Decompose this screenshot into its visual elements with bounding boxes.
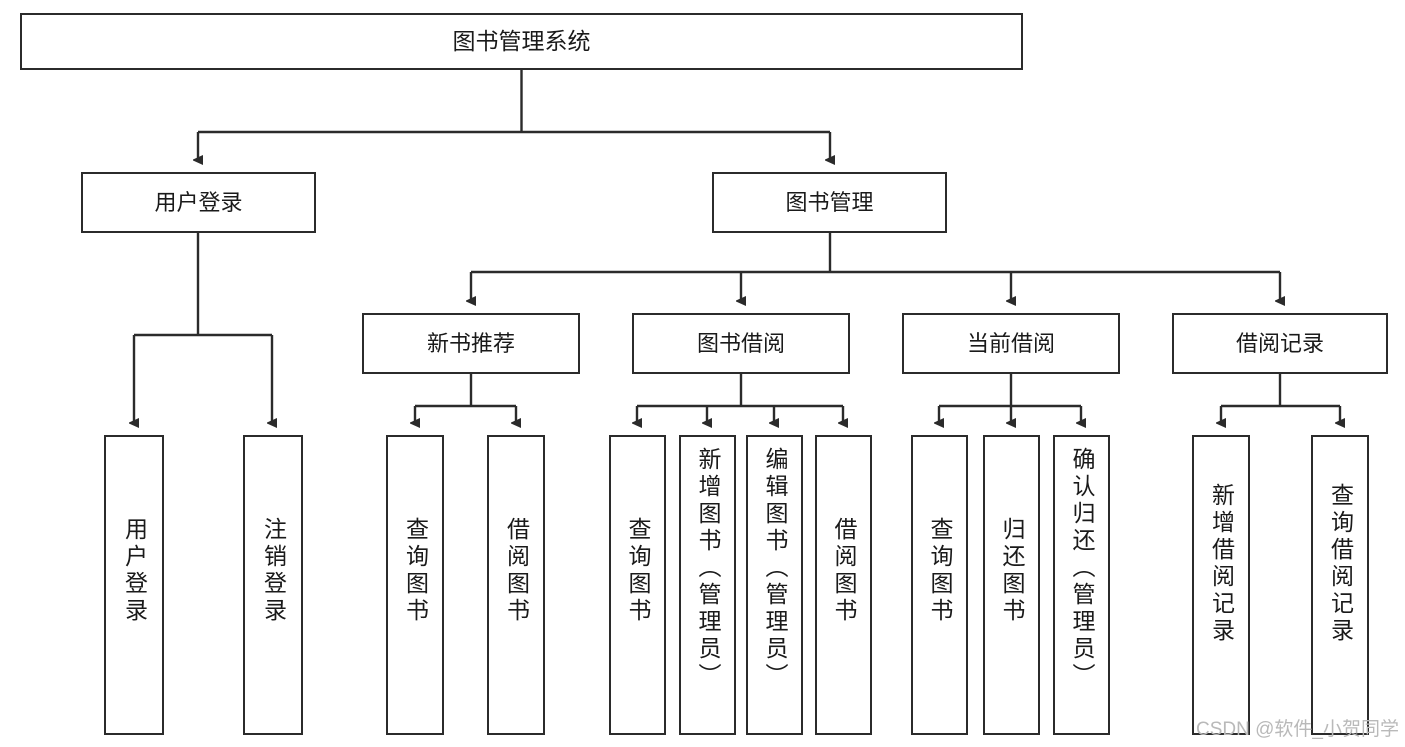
node-user-login-label: 用户登录	[154, 189, 243, 215]
node-leaf-add-book[interactable]: 新增图书（管理员）	[679, 435, 736, 735]
node-leaf-add-book-label: 新增图书（管理员）	[695, 447, 721, 690]
node-root-label: 图书管理系统	[452, 27, 591, 54]
node-book-manage-label: 图书管理	[785, 189, 874, 215]
node-current-borrow-label: 当前借阅	[966, 330, 1055, 356]
node-leaf-edit-book-label: 编辑图书（管理员）	[762, 447, 788, 690]
node-leaf-return-book-label: 归还图书	[999, 517, 1025, 625]
node-book-borrow[interactable]: 图书借阅	[632, 313, 850, 374]
node-new-book-recommend-label: 新书推荐	[426, 330, 515, 356]
node-user-login[interactable]: 用户登录	[81, 172, 316, 233]
node-leaf-logout[interactable]: 注销登录	[243, 435, 303, 735]
node-book-manage[interactable]: 图书管理	[712, 172, 947, 233]
node-borrow-record[interactable]: 借阅记录	[1172, 313, 1388, 374]
node-borrow-record-label: 借阅记录	[1235, 330, 1324, 356]
node-current-borrow[interactable]: 当前借阅	[902, 313, 1120, 374]
node-leaf-query-record[interactable]: 查询借阅记录	[1311, 435, 1369, 735]
node-root[interactable]: 图书管理系统	[20, 13, 1023, 70]
node-leaf-return-book[interactable]: 归还图书	[983, 435, 1040, 735]
node-leaf-add-record-label: 新增借阅记录	[1208, 483, 1235, 645]
node-leaf-query-book-2[interactable]: 查询图书	[609, 435, 666, 735]
node-leaf-confirm-return-label: 确认归还（管理员）	[1069, 447, 1095, 690]
node-leaf-borrow-book-1[interactable]: 借阅图书	[487, 435, 545, 735]
node-new-book-recommend[interactable]: 新书推荐	[362, 313, 580, 374]
node-leaf-logout-label: 注销登录	[260, 517, 287, 625]
node-leaf-query-book-1[interactable]: 查询图书	[386, 435, 444, 735]
csdn-watermark: CSDN @软件_小贺同学	[1196, 719, 1399, 740]
node-leaf-borrow-book-2-label: 借阅图书	[831, 517, 857, 625]
node-leaf-add-record[interactable]: 新增借阅记录	[1192, 435, 1250, 735]
node-leaf-confirm-return[interactable]: 确认归还（管理员）	[1053, 435, 1110, 735]
node-book-borrow-label: 图书借阅	[696, 330, 785, 356]
node-leaf-user-login-label: 用户登录	[121, 517, 148, 625]
node-leaf-query-record-label: 查询借阅记录	[1327, 483, 1354, 645]
node-leaf-query-book-3[interactable]: 查询图书	[911, 435, 968, 735]
node-leaf-borrow-book-1-label: 借阅图书	[503, 517, 530, 625]
node-leaf-query-book-2-label: 查询图书	[625, 517, 651, 625]
node-leaf-borrow-book-2[interactable]: 借阅图书	[815, 435, 872, 735]
node-leaf-user-login[interactable]: 用户登录	[104, 435, 164, 735]
node-leaf-query-book-1-label: 查询图书	[402, 517, 429, 625]
node-leaf-edit-book[interactable]: 编辑图书（管理员）	[746, 435, 803, 735]
node-leaf-query-book-3-label: 查询图书	[927, 517, 953, 625]
